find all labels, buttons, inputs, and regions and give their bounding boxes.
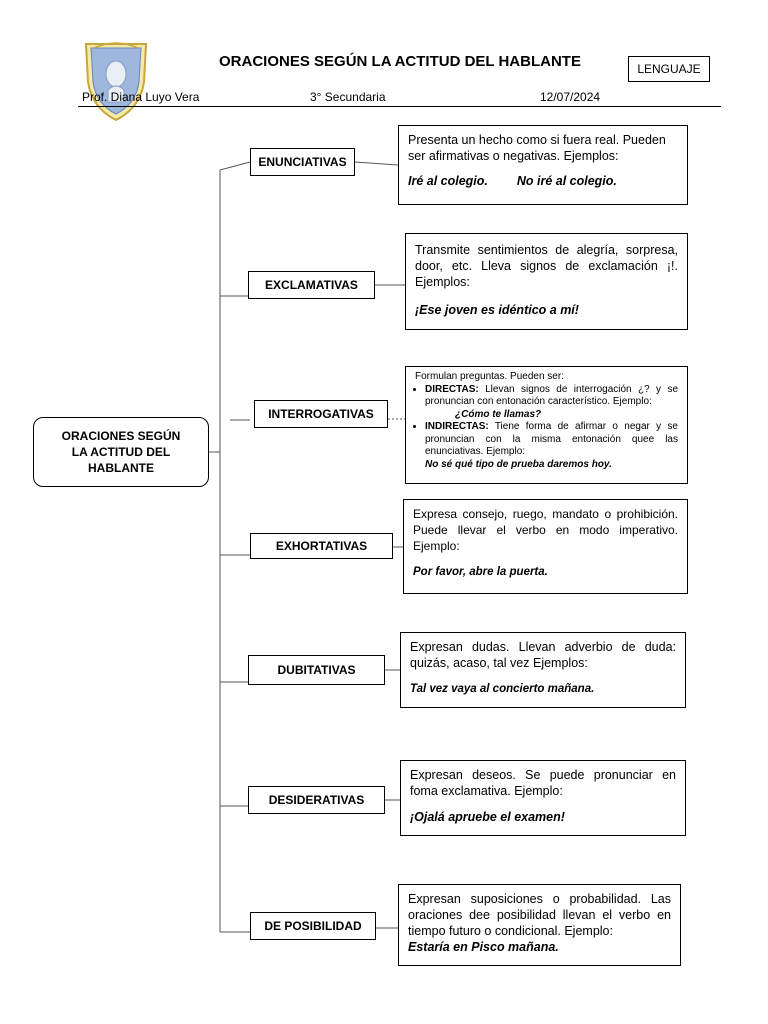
category-interrogativas: INTERROGATIVAS: [254, 400, 388, 428]
description-enunciativas: Presenta un hecho como si fuera real. Pu…: [398, 125, 688, 205]
example-text: Estaría en Pisco mañana.: [408, 940, 559, 954]
interrogative-types-list: DIRECTAS: Llevan signos de interrogación…: [415, 384, 678, 409]
example-text: Iré al colegio. No iré al colegio.: [408, 173, 678, 189]
category-exclamativas: EXCLAMATIVAS: [248, 271, 375, 299]
description-text: Presenta un hecho como si fuera real. Pu…: [408, 133, 666, 163]
description-text: Expresan suposiciones o probabilidad. La…: [408, 892, 671, 938]
description-exclamativas: Transmite sentimientos de alegría, sorpr…: [405, 233, 688, 330]
description-intro: Formulan preguntas. Pueden ser:: [415, 371, 564, 382]
description-desiderativas: Expresan deseos. Se puede pronunciar en …: [400, 760, 686, 836]
example-text: Tal vez vaya al concierto mañana.: [410, 683, 595, 695]
document-title: ORACIONES SEGÚN LA ACTITUD DEL HABLANTE: [219, 53, 581, 70]
subject-label: LENGUAJE: [628, 56, 710, 82]
example-affirmative: Iré al colegio.: [408, 174, 488, 188]
description-text: Transmite sentimientos de alegría, sorpr…: [415, 243, 678, 289]
description-de-posibilidad: Expresan suposiciones o probabilidad. La…: [398, 884, 681, 966]
header-divider: [78, 106, 721, 107]
date-label: 12/07/2024: [540, 90, 601, 104]
category-dubitativas: DUBITATIVAS: [248, 655, 385, 685]
example-text: Por favor, abre la puerta.: [413, 566, 548, 578]
example-text: ¡Ese joven es idéntico a mí!: [415, 303, 579, 317]
teacher-name: Prof. Diana Luyo Vera: [82, 90, 200, 104]
description-interrogativas: Formulan preguntas. Pueden ser: DIRECTAS…: [405, 366, 688, 484]
category-exhortativas: EXHORTATIVAS: [250, 533, 393, 559]
list-item-directas: DIRECTAS: Llevan signos de interrogación…: [425, 384, 678, 409]
description-dubitativas: Expresan dudas. Llevan adverbio de duda:…: [400, 632, 686, 708]
description-text: Expresan deseos. Se puede pronunciar en …: [410, 768, 676, 798]
list-item-indirectas: INDIRECTAS: Tiene forma de afirmar o neg…: [425, 421, 678, 459]
branch-enunciativas: [219, 161, 251, 171]
description-exhortativas: Expresa consejo, ruego, mandato o prohib…: [403, 499, 688, 594]
grade-label: 3° Secundaria: [310, 90, 386, 104]
category-enunciativas: ENUNCIATIVAS: [250, 148, 355, 176]
link-enunciativas: [354, 161, 399, 166]
main-concept-node: ORACIONES SEGÚN LA ACTITUD DEL HABLANTE: [33, 417, 209, 487]
description-text: Expresa consejo, ruego, mandato o prohib…: [413, 507, 678, 553]
category-desiderativas: DESIDERATIVAS: [248, 786, 385, 814]
school-crest-logo: [84, 42, 148, 122]
description-text: Expresan dudas. Llevan adverbio de duda:…: [410, 640, 676, 670]
example-text: ¡Ojalá apruebe el examen!: [410, 810, 565, 824]
example-negative: No iré al colegio.: [516, 174, 617, 188]
example-indirect: No sé qué tipo de prueba daremos hoy.: [425, 458, 612, 470]
example-direct: ¿Cómo te llamas?: [455, 408, 542, 420]
category-de-posibilidad: DE POSIBILIDAD: [250, 912, 376, 940]
